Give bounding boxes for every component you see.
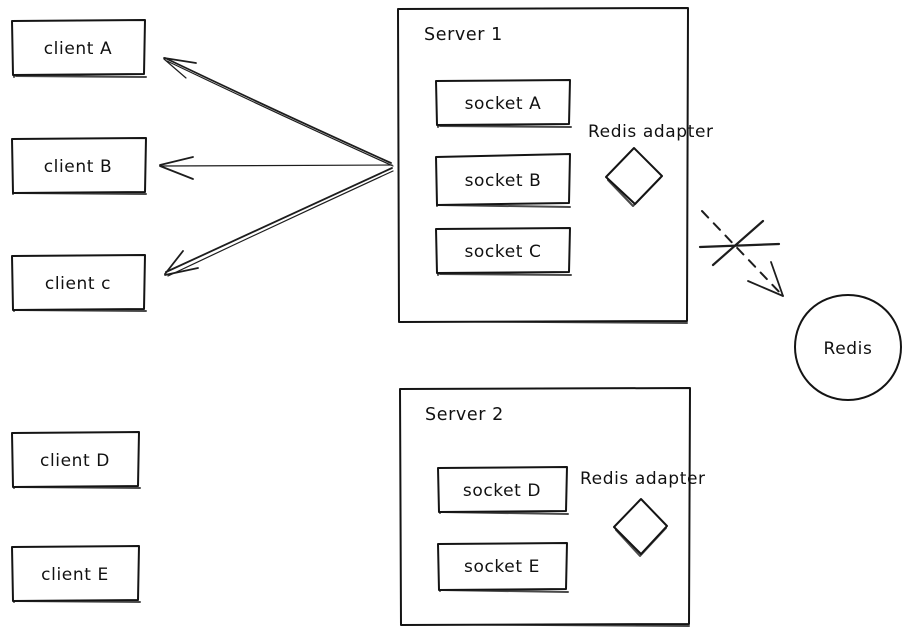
server-1-label: Server 1	[424, 25, 503, 45]
client-a-label: client A	[44, 39, 113, 59]
socket-a-label: socket A	[465, 94, 542, 114]
client-box-b[interactable]: client B	[11, 137, 147, 195]
client-c-label: client c	[45, 274, 111, 294]
client-d-label: client D	[40, 451, 110, 471]
client-box-a[interactable]: client A	[11, 19, 147, 78]
broadcast-arrows-group	[159, 57, 394, 277]
server-2-label: Server 2	[425, 405, 504, 425]
redis-label: Redis	[824, 339, 873, 359]
socket-e-label: socket E	[464, 557, 540, 577]
client-e-label: client E	[41, 565, 109, 585]
arrow-to-client-c	[164, 167, 394, 277]
server-2-box[interactable]: Server 2 socket D socket E Redis adapter	[399, 387, 706, 627]
connection-blocked-cross-icon	[698, 219, 781, 267]
socket-box-c[interactable]: socket C	[435, 227, 572, 276]
server-1-adapter-label: Redis adapter	[588, 122, 714, 142]
socket-box-e[interactable]: socket E	[437, 542, 569, 593]
socket-box-d[interactable]: socket D	[437, 466, 569, 515]
redis-node-circle[interactable]: Redis	[794, 294, 902, 401]
server-1-box[interactable]: Server 1 socket A socket B socket C	[397, 7, 714, 324]
arrow-to-client-a	[163, 57, 394, 167]
arrow-server1-to-redis-blocked	[701, 210, 784, 297]
server-2-redis-adapter-diamond[interactable]	[613, 498, 668, 557]
server-2-adapter-label: Redis adapter	[580, 469, 706, 489]
client-box-e[interactable]: client E	[11, 545, 141, 603]
socket-box-b[interactable]: socket B	[435, 153, 571, 208]
client-boxes-group: client A client B client c client D	[11, 19, 147, 603]
socket-b-label: socket B	[465, 171, 542, 191]
socket-d-label: socket D	[463, 481, 541, 501]
socket-box-a[interactable]: socket A	[435, 79, 572, 128]
client-b-label: client B	[44, 157, 113, 177]
client-box-d[interactable]: client D	[11, 431, 141, 489]
client-box-c[interactable]: client c	[11, 254, 147, 312]
server-1-redis-adapter-diamond[interactable]	[605, 147, 663, 207]
arrow-to-client-b	[159, 156, 393, 180]
socket-c-label: socket C	[464, 242, 541, 262]
